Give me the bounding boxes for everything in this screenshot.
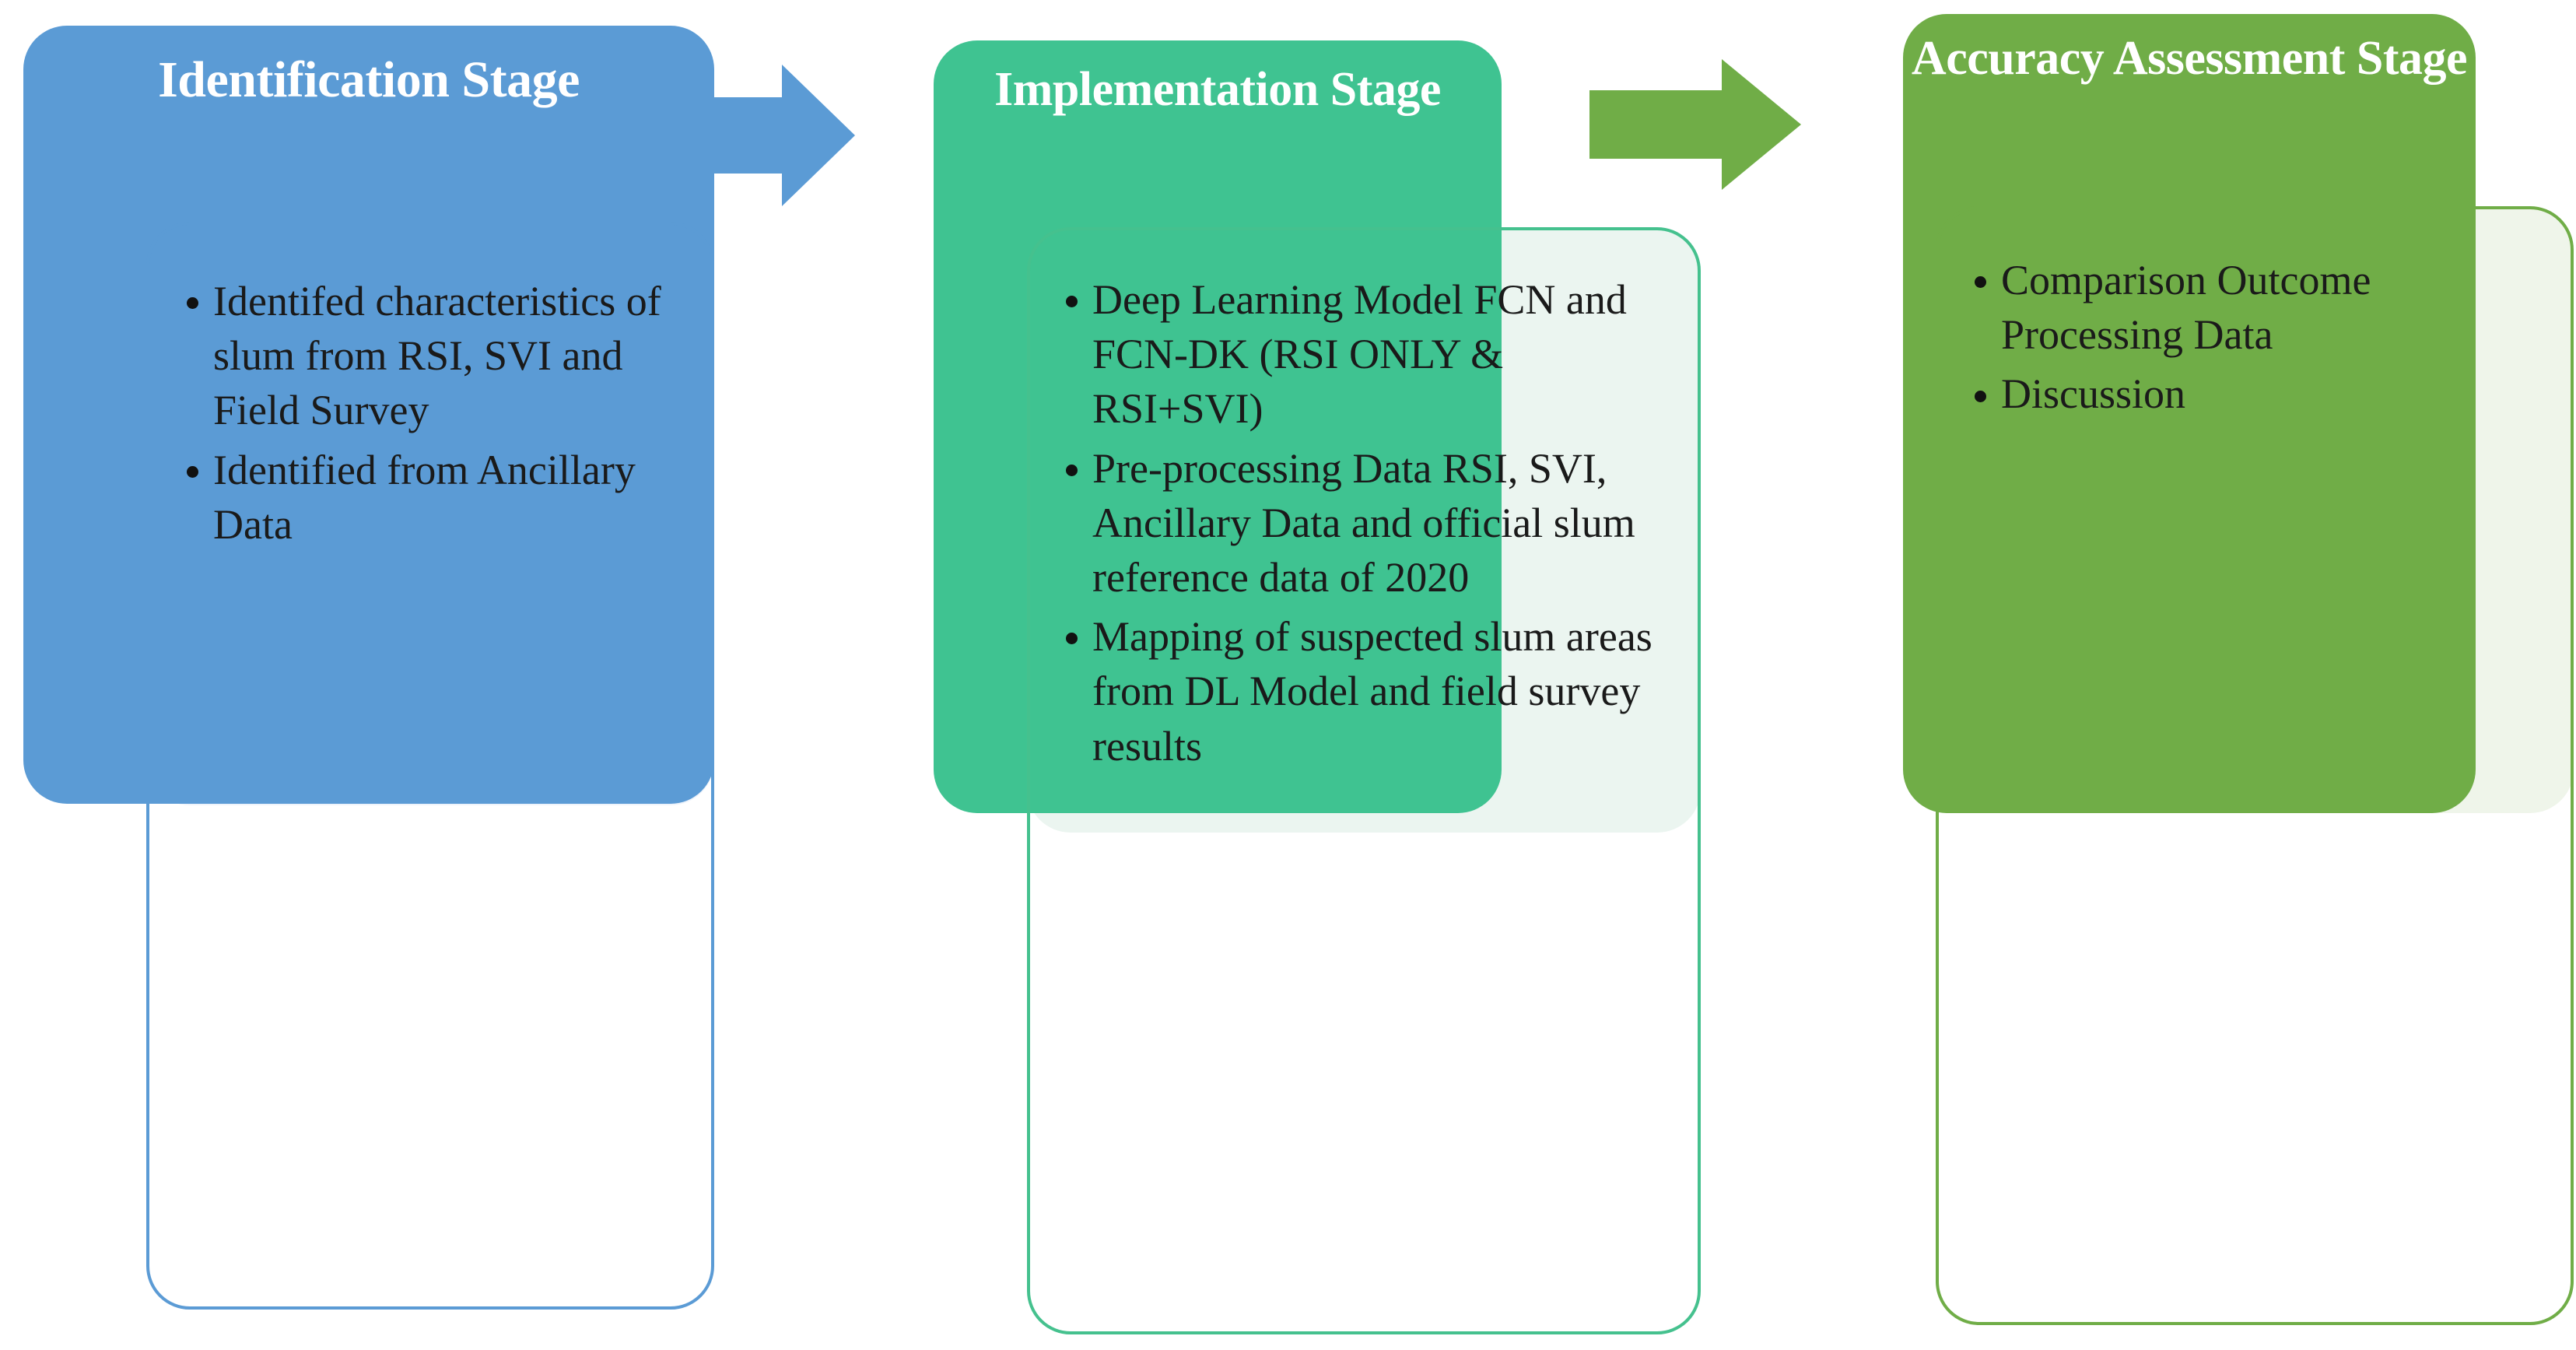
- right-arrow-icon-implementation-to-accuracy: [1589, 59, 1801, 190]
- right-arrow-icon-identification-to-implementation: [667, 65, 855, 206]
- list-item: Identifed characteristics of slum from R…: [180, 274, 694, 438]
- identification-bullet-list: Identifed characteristics of slum from R…: [180, 274, 694, 556]
- bullet-dot-icon: [1066, 464, 1078, 476]
- bullet-text: Comparison Outcome Processing Data: [2001, 257, 2371, 359]
- bullet-dot-icon: [187, 465, 198, 478]
- bullet-text: Pre-processing Data RSI, SVI, Ancillary …: [1092, 444, 1635, 601]
- bullet-text: Mapping of suspected slum areas from DL …: [1092, 613, 1652, 770]
- bullet-dot-icon: [1975, 390, 1986, 402]
- implementation-bullet-list: Deep Learning Model FCN and FCN-DK (RSI …: [1060, 272, 1674, 778]
- identification-stage-header: Identification Stage: [23, 26, 714, 804]
- bullet-dot-icon: [1066, 296, 1078, 308]
- accuracy-assessment-stage-header: Accuracy Assessment Stage: [1903, 14, 2476, 813]
- bullet-dot-icon: [187, 297, 198, 310]
- bullet-text: Identifed characteristics of slum from R…: [213, 278, 661, 434]
- bullet-dot-icon: [1975, 276, 1986, 289]
- implementation-stage-title: Implementation Stage: [994, 63, 1441, 116]
- list-item: Comparison Outcome Processing Data: [1968, 253, 2544, 362]
- list-item: Deep Learning Model FCN and FCN-DK (RSI …: [1060, 272, 1674, 437]
- identification-stage-title: Identification Stage: [158, 51, 580, 108]
- list-item: Identified from Ancillary Data: [180, 443, 694, 552]
- bullet-text: Identified from Ancillary Data: [213, 446, 636, 548]
- list-item: Mapping of suspected slum areas from DL …: [1060, 609, 1674, 773]
- accuracy-assessment-stage-title: Accuracy Assessment Stage: [1911, 32, 2468, 85]
- bullet-text: Deep Learning Model FCN and FCN-DK (RSI …: [1092, 276, 1627, 433]
- accuracy-assessment-stage-card: [1936, 206, 2574, 1325]
- bullet-dot-icon: [1066, 633, 1078, 645]
- bullet-text: Discussion: [2001, 370, 2186, 418]
- implementation-stage-card: [1027, 227, 1701, 1334]
- identification-stage-card: [146, 222, 714, 1310]
- list-item: Pre-processing Data RSI, SVI, Ancillary …: [1060, 441, 1674, 605]
- accuracy-assessment-bullet-list: Comparison Outcome Processing Data Discu…: [1968, 253, 2544, 426]
- list-item: Discussion: [1968, 366, 2544, 421]
